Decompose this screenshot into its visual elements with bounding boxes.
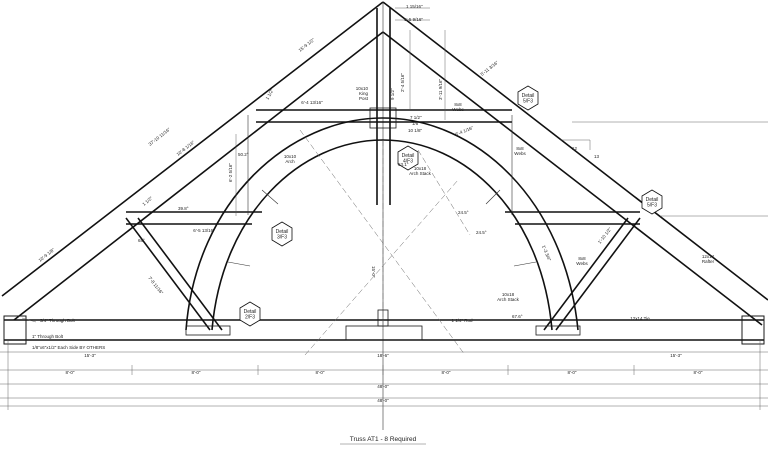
- angle-7: 67.6°: [512, 314, 523, 319]
- dim-left-small-a: 1 1/2": [265, 88, 275, 101]
- dim-rafter-left-a: 15'-9 1/2": [298, 37, 316, 53]
- dim-left-span: 15'-3": [84, 353, 96, 358]
- dim-top-b: 1'-5 9/16": [404, 17, 423, 22]
- angle-2: 39.8°: [178, 206, 189, 211]
- dim-web-left: 7'-8 11/16": [147, 276, 164, 296]
- dim-right-b: 1/8": [412, 121, 420, 126]
- dim-right-span: 15'-3": [670, 353, 682, 358]
- dim-overall-b: 48'-0": [377, 398, 389, 403]
- note-through-bolt-1: 1" Through Bolt: [32, 334, 64, 339]
- dim-overall: 48'-0": [377, 384, 389, 389]
- angle-5: 24.5°: [458, 210, 469, 215]
- dim-rafter-left-b: 37'-10 11/16": [148, 127, 172, 147]
- dim-vert-left: 6'-2 5/16": [228, 163, 233, 182]
- king-post: [376, 2, 391, 430]
- dim-right-g: 5'-11 3/16": [480, 60, 500, 77]
- dim-rafter-left-d: 10'-9 1/8": [38, 247, 56, 263]
- dim-collar-upper: 6'-4 13/16": [301, 100, 323, 105]
- dim-kp-b: 2'-4 5/16": [400, 73, 405, 92]
- tie-label: 12x14 Tie: [630, 316, 650, 321]
- pitch-rise: 12: [572, 146, 578, 151]
- dim-bay-3: 8'-0": [316, 370, 325, 375]
- upper-collar: [256, 109, 512, 123]
- angle-6: 24.5°: [476, 230, 487, 235]
- notes: 3/4" Through Bolt 1" Through Bolt 1/8"x6…: [21, 146, 600, 350]
- dim-right-f: 1'-3 3/4": [541, 245, 552, 263]
- dim-right-d: 6'-4 1/16": [455, 125, 475, 137]
- dim-left-small-b: 1 1/2": [141, 195, 153, 207]
- caption-block: Truss AT1 - 8 Required: [340, 436, 426, 445]
- connector-plates: [185, 107, 581, 341]
- lower-collar-right: [505, 211, 640, 225]
- dim-top-a: 1 15/16": [406, 4, 423, 9]
- rod-label: 1 1/4" Rod: [451, 318, 473, 323]
- rafter-left: [1, 1, 384, 321]
- angle-labels: 50.2° 39.8° 68° 53.1° 24.5° 24.5° 67.6°: [138, 152, 523, 319]
- dim-center-mark: 18'-6": [377, 353, 389, 358]
- dim-right-c: 10 1/8": [408, 128, 423, 133]
- dim-height: 15'-0": [371, 266, 376, 278]
- dim-right-a: 7 1/2": [410, 115, 422, 120]
- dim-bay-6: 8'-0": [694, 370, 703, 375]
- webs: [125, 115, 641, 331]
- dim-bay-1: 8'-0": [66, 370, 75, 375]
- drawing-caption: Truss AT1 - 8 Required: [350, 436, 417, 443]
- dim-bay-2: 8'-0": [192, 370, 201, 375]
- dimension-labels: 1 15/16" 1'-5 9/16" 9 1/2" 2'-4 5/16" 3'…: [38, 4, 703, 403]
- dim-bay-4: 8'-0": [442, 370, 451, 375]
- angle-3: 68°: [138, 238, 145, 243]
- dim-kp-a: 9 1/2": [390, 88, 395, 100]
- pitch-run: 13: [594, 154, 600, 159]
- construction-lines: [0, 7, 768, 410]
- angle-4: 53.1°: [398, 162, 409, 167]
- note-plate: 1/8"x6"x1/2" Each Side BY OTHERS: [32, 345, 105, 350]
- dim-collar-lower: 6'-5 13/16": [193, 228, 215, 233]
- rafter-right: [382, 1, 768, 326]
- dim-kp-c: 3'-11 9/16": [438, 78, 443, 100]
- lower-collar-left: [126, 211, 262, 225]
- angle-1: 50.2°: [238, 152, 249, 157]
- note-through-bolt-34: 3/4" Through Bolt: [40, 318, 76, 323]
- dim-bay-5: 8'-0": [568, 370, 577, 375]
